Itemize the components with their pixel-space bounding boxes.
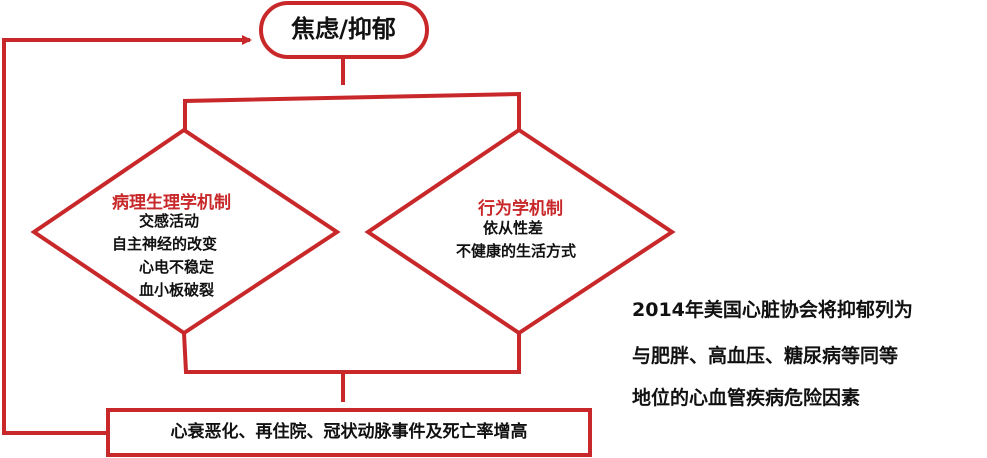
left-diamond xyxy=(30,127,341,336)
right-mechanism-item: 不健康的生活方式 xyxy=(456,242,577,260)
note-line: 地位的心血管疾病危险因素 xyxy=(632,387,861,409)
left-mechanism-title: 病理生理学机制 xyxy=(112,193,231,213)
left-mechanism-item: 血小板破裂 xyxy=(139,281,215,299)
left-mechanism-item: 自主神经的改变 xyxy=(112,235,218,253)
note-line: 与肥胖、高血压、糖尿病等同等 xyxy=(632,345,899,367)
note-line: 2014年美国心脏协会将抑郁列为 xyxy=(632,299,913,321)
feedback-loop-line xyxy=(2,35,252,435)
branch-merge-line xyxy=(182,332,521,374)
outcome-label: 心衰恶化、再住院、冠状动脉事件及死亡率增高 xyxy=(170,422,528,442)
left-mechanism-item: 心电不稳定 xyxy=(139,258,215,276)
right-mechanism-item: 依从性差 xyxy=(483,219,544,237)
branch-split-line xyxy=(183,91,521,130)
right-mechanism-title: 行为学机制 xyxy=(478,199,563,219)
top-node-label: 焦虑/抑郁 xyxy=(291,15,396,43)
left-mechanism-item: 交感活动 xyxy=(139,212,200,230)
